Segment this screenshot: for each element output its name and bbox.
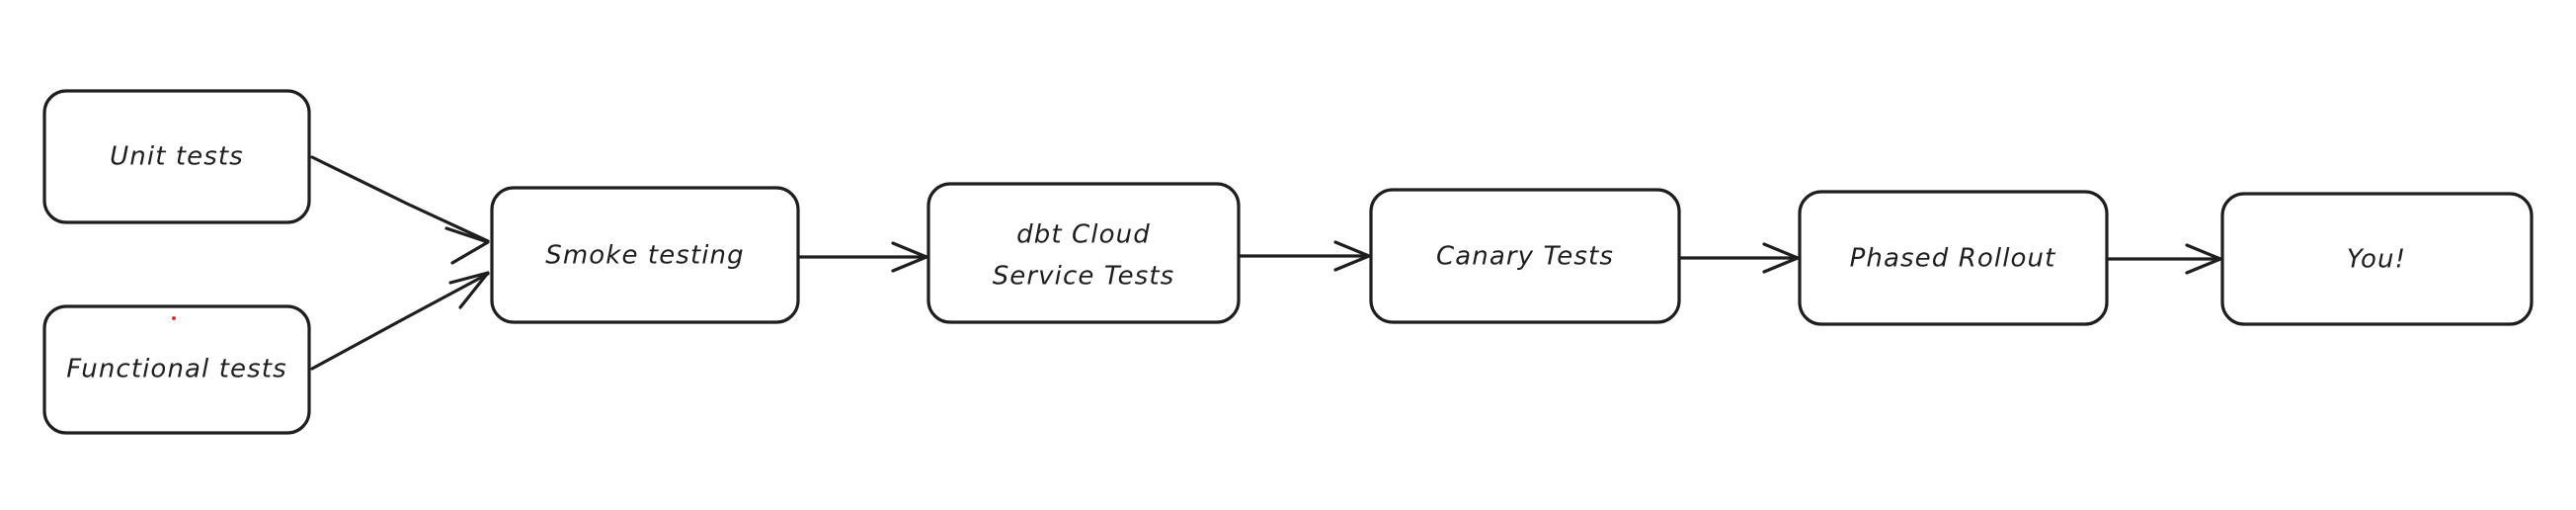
node-smoke-testing-label: Smoke testing [545, 241, 745, 271]
node-functional-tests[interactable]: Functional tests [42, 304, 311, 435]
edge-smoke-testing-to-dbt-cloud [798, 241, 928, 273]
red-speck-mark [172, 316, 176, 320]
node-canary-tests-shape [1369, 188, 1681, 324]
node-phased-rollout[interactable]: Phased Rollout [1798, 190, 2109, 326]
node-phased-rollout-shape [1798, 190, 2109, 326]
node-dbt-cloud-service-tests[interactable]: dbt Cloud Service Tests [926, 182, 1241, 324]
edge-phased-rollout-to-you [2107, 243, 2222, 275]
node-you[interactable]: You! [2220, 192, 2534, 326]
node-unit-tests-label: Unit tests [110, 142, 244, 172]
node-unit-tests-shape [42, 89, 311, 224]
node-dbt-cloud-service-tests-label-line1: dbt Cloud [1016, 220, 1151, 250]
node-canary-tests[interactable]: Canary Tests [1369, 188, 1681, 324]
edge-dbt-cloud-to-canary-tests [1239, 240, 1371, 272]
node-functional-tests-shape [42, 304, 311, 435]
node-phased-rollout-label: Phased Rollout [1850, 244, 2056, 274]
node-you-shape [2220, 192, 2534, 326]
node-canary-tests-label: Canary Tests [1436, 242, 1614, 272]
edge-canary-tests-to-phased-rollout [1679, 242, 1800, 274]
node-you-label: You! [2347, 245, 2406, 275]
node-smoke-testing[interactable]: Smoke testing [490, 186, 800, 324]
node-unit-tests[interactable]: Unit tests [42, 89, 311, 224]
node-functional-tests-label: Functional tests [66, 355, 286, 384]
node-dbt-cloud-service-tests-shape [926, 182, 1241, 324]
edge-functional-tests-to-smoke-testing [310, 271, 490, 371]
edge-unit-tests-to-smoke-testing [310, 155, 490, 265]
node-dbt-cloud-service-tests-label-line2: Service Tests [993, 262, 1175, 292]
node-smoke-testing-shape [490, 186, 800, 324]
